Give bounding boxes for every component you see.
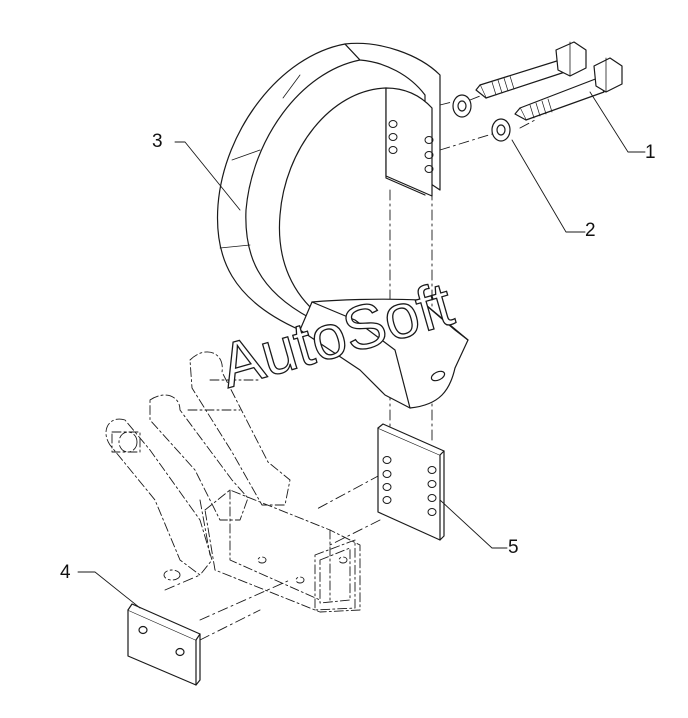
part-3-curved-clamp — [216, 42, 469, 409]
callout-4: 4 — [60, 562, 71, 583]
clamp-bolt-holes — [388, 120, 434, 173]
phantom-hitch-assembly — [105, 351, 361, 613]
callout-leader-lines — [77, 91, 646, 609]
callout-5: 5 — [508, 537, 519, 558]
part-1-bolts — [475, 41, 623, 121]
part-5-mounting-plate — [377, 423, 445, 541]
callout-3: 3 — [152, 131, 163, 152]
plate-holes — [382, 456, 437, 516]
callout-2: 2 — [585, 220, 596, 241]
part-2-washers — [452, 94, 511, 142]
callout-1: 1 — [645, 142, 656, 163]
part-4-clamp-plate — [127, 603, 201, 686]
